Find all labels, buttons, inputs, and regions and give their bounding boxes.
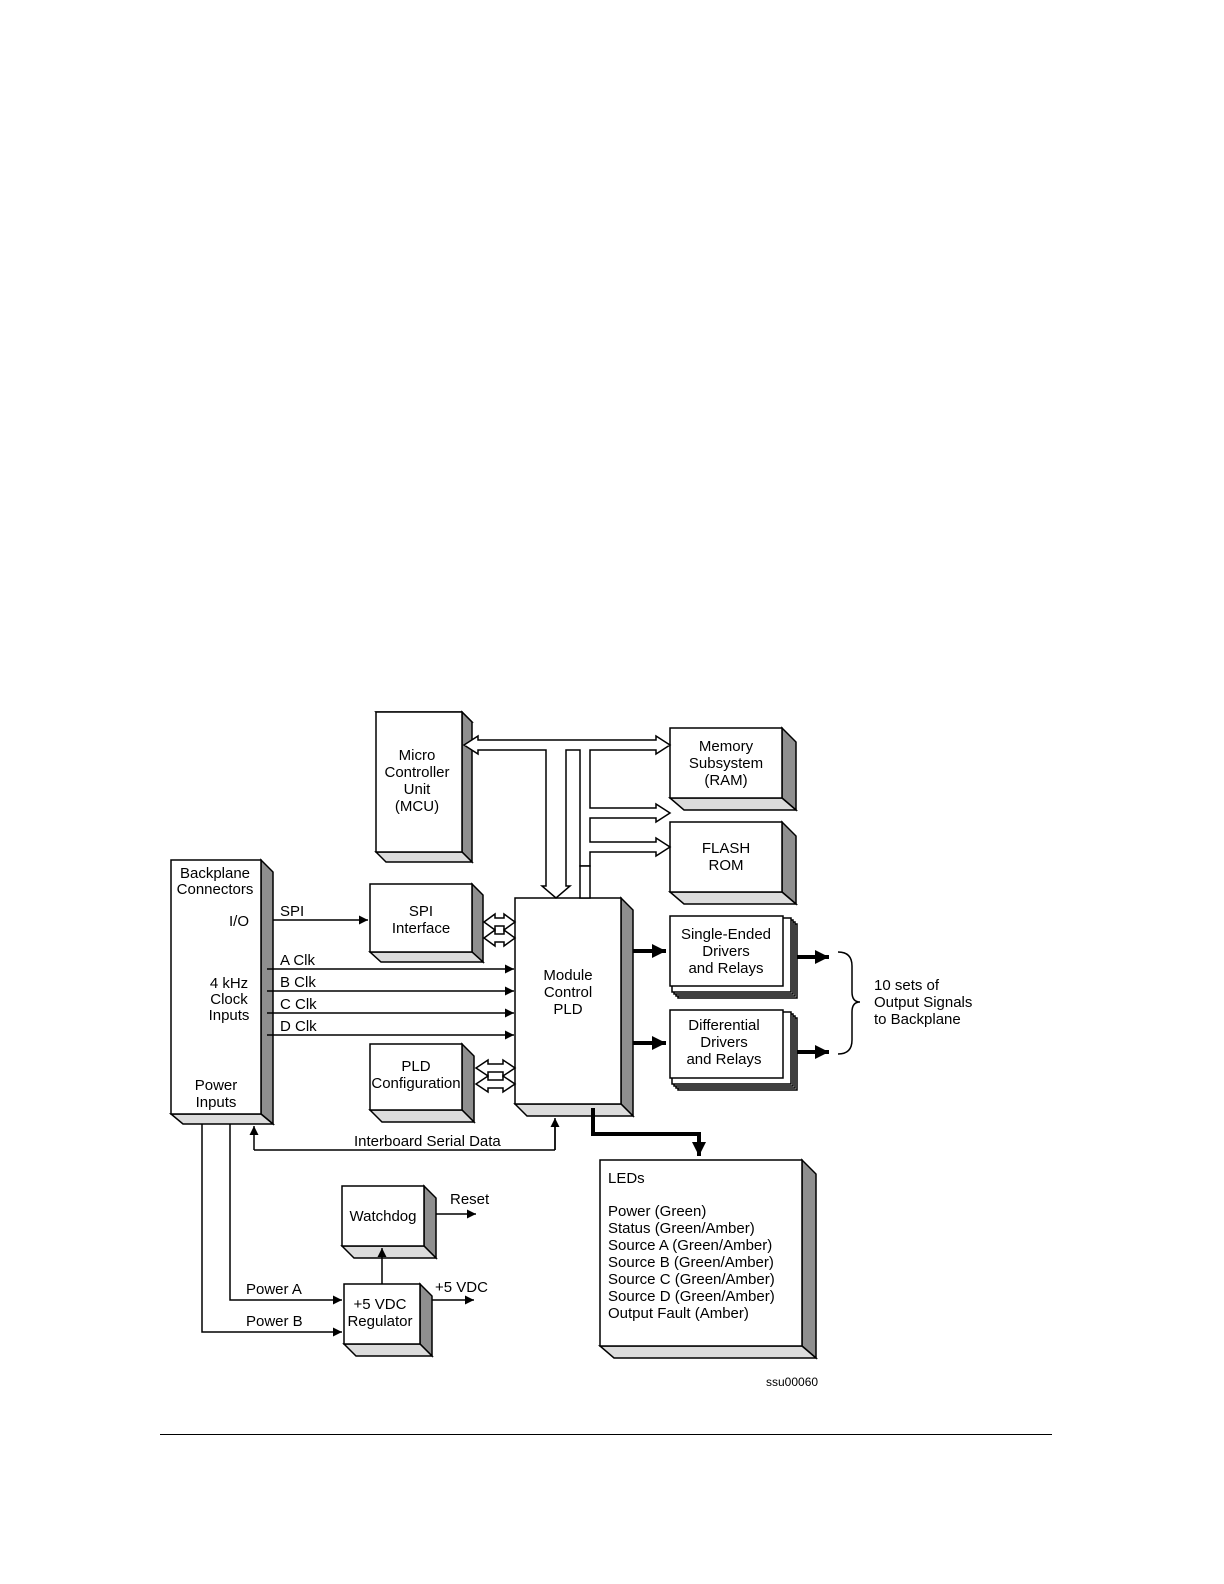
leds-title: LEDs [608, 1170, 645, 1187]
led-item: Source A (Green/Amber) [608, 1237, 772, 1254]
io-label: I/O [229, 913, 249, 930]
pld-config-label-2: Configuration [371, 1075, 460, 1092]
power-a-wire [229, 1124, 342, 1305]
flash-label-1: FLASH [702, 840, 750, 857]
pld-label-3: PLD [553, 1001, 582, 1018]
watchdog-label: Watchdog [350, 1208, 417, 1225]
power-a-label: Power A [246, 1281, 302, 1298]
differential-label-3: and Relays [686, 1051, 761, 1068]
led-item: Source C (Green/Amber) [608, 1271, 775, 1288]
power-b-wire [201, 1124, 342, 1337]
mcu-label-1: Micro [399, 747, 436, 764]
differential-label-2: Drivers [700, 1034, 748, 1051]
spi-signal-label: SPI [280, 903, 304, 920]
spi-pld-bus [482, 912, 517, 932]
pldconfig-pld-bus [474, 1058, 517, 1078]
vdc-out-label: +5 VDC [435, 1279, 488, 1296]
power-b-label: Power B [246, 1313, 303, 1330]
figure-id: ssu00060 [766, 1375, 818, 1389]
backplane-label-1: Backplane [180, 865, 250, 882]
pld-leds-arrow [591, 1108, 706, 1156]
memory-label-1: Memory [699, 738, 754, 755]
footer-rule [160, 1434, 1052, 1435]
memory-label-2: Subsystem [689, 755, 763, 772]
mcu-memory-bus [462, 734, 672, 899]
mcu-label-2: Controller [384, 764, 449, 781]
pld-config-label-1: PLD [401, 1058, 430, 1075]
mcu-label-4: (MCU) [395, 798, 439, 815]
spi-pld-bus-2 [482, 928, 517, 948]
led-item: Source D (Green/Amber) [608, 1288, 775, 1305]
outputs-note-1: 10 sets of [874, 977, 940, 994]
leds-block: LEDs Power (Green)Status (Green/Amber)So… [597, 1158, 819, 1360]
d-clk-label: D Clk [280, 1018, 317, 1035]
spi-interface-label-2: Interface [392, 920, 450, 937]
power-inputs-label-1: Power [195, 1077, 238, 1094]
c-clk-label: C Clk [280, 996, 317, 1013]
led-item: Power (Green) [608, 1203, 706, 1220]
interboard-label: Interboard Serial Data [354, 1133, 501, 1150]
b-clk-label: B Clk [280, 974, 316, 991]
pld-flash-bus [579, 865, 591, 899]
led-item: Output Fault (Amber) [608, 1305, 749, 1322]
regulator-label-2: Regulator [347, 1313, 412, 1330]
led-item: Source B (Green/Amber) [608, 1254, 774, 1271]
watchdog-block: Watchdog [340, 1184, 438, 1260]
outputs-note-3: to Backplane [874, 1011, 961, 1028]
memory-label-3: (RAM) [704, 772, 747, 789]
power-inputs-label-2: Inputs [196, 1094, 237, 1111]
single-ended-label-1: Single-Ended [681, 926, 771, 943]
clock-inputs-label-1: 4 kHz [210, 975, 248, 992]
pld-label-2: Control [544, 984, 592, 1001]
reset-label: Reset [450, 1191, 490, 1208]
outputs-brace [837, 951, 861, 1055]
clock-inputs-label-3: Inputs [209, 1007, 250, 1024]
pldconfig-pld-bus-2 [474, 1074, 517, 1094]
a-clk-label: A Clk [280, 952, 316, 969]
pld-label-1: Module [543, 967, 592, 984]
outputs-note-2: Output Signals [874, 994, 972, 1011]
flash-label-2: ROM [709, 857, 744, 874]
single-ended-label-3: and Relays [688, 960, 763, 977]
spi-interface-label-1: SPI [409, 903, 433, 920]
backplane-label-2: Connectors [177, 881, 254, 898]
differential-label-1: Differential [688, 1017, 759, 1034]
single-ended-label-2: Drivers [702, 943, 750, 960]
led-item: Status (Green/Amber) [608, 1220, 755, 1237]
regulator-label-1: +5 VDC [354, 1296, 407, 1313]
mcu-label-3: Unit [404, 781, 432, 798]
svg-text:Power (Green)Status (Green/Amb: Power (Green)Status (Green/Amber)Source … [608, 1203, 775, 1322]
clock-inputs-label-2: Clock [210, 991, 248, 1008]
